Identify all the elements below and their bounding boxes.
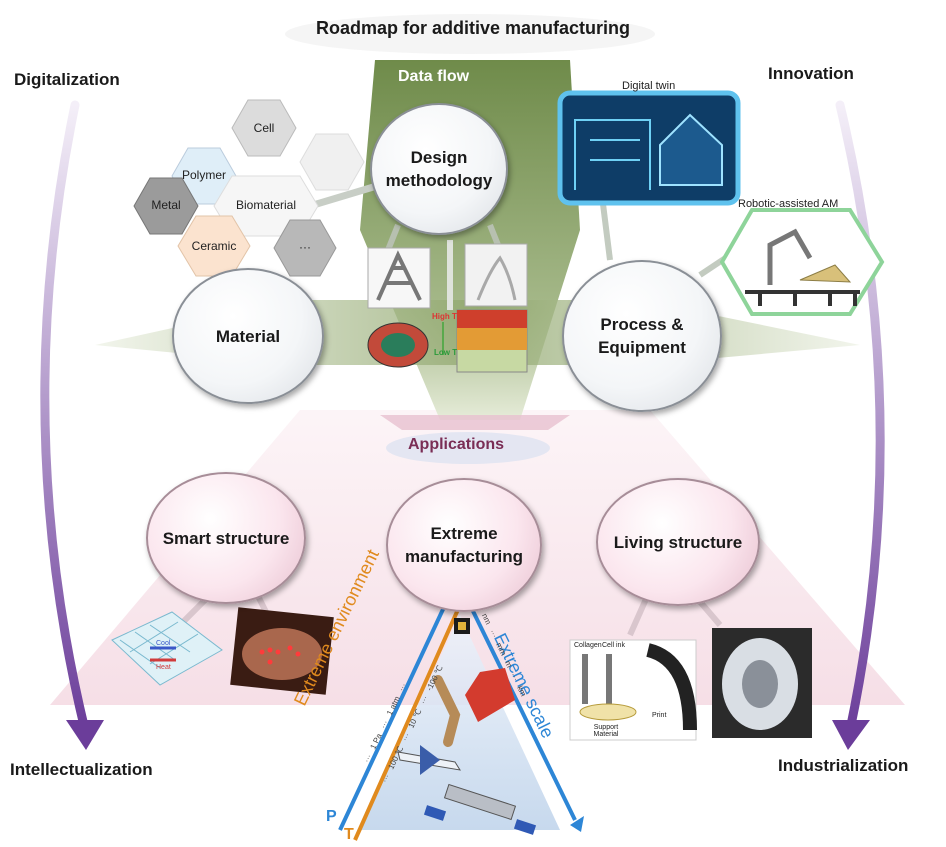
material-more: ··· bbox=[299, 240, 311, 254]
robotic-am-label: Robotic-assisted AM bbox=[738, 198, 839, 210]
material-ceramic: Ceramic bbox=[191, 239, 237, 253]
robotic-am-panel bbox=[719, 208, 885, 316]
material-polymer: Polymer bbox=[181, 168, 226, 182]
material-cell: Cell bbox=[253, 121, 275, 135]
material-metal: Metal bbox=[151, 198, 181, 212]
node-living-structure: Living structure bbox=[596, 478, 760, 606]
corner-label-intellectualization: Intellectualization bbox=[10, 760, 153, 779]
collagen-label: Collagen bbox=[574, 642, 602, 649]
design-lattice-images bbox=[367, 243, 528, 373]
cell-ink-label: Cell ink bbox=[602, 642, 625, 649]
extreme-axes bbox=[338, 604, 584, 841]
cool-label: Cool bbox=[156, 640, 171, 647]
axis-t-label: T bbox=[344, 826, 354, 843]
high-t-label: High T bbox=[432, 312, 457, 321]
axis-p-label: P bbox=[326, 808, 337, 825]
smart-structure-images bbox=[111, 607, 334, 695]
node-process-equipment: Process & Equipment bbox=[562, 260, 722, 412]
node-smart-structure: Smart structure bbox=[146, 472, 306, 604]
print-label: Print bbox=[652, 712, 667, 719]
heat-label: Heat bbox=[156, 664, 171, 671]
node-extreme-manufacturing: Extreme manufacturing bbox=[386, 478, 542, 612]
data-flow-label: Data flow bbox=[398, 68, 470, 85]
material-hexagons bbox=[133, 99, 365, 277]
low-t-label: Low T bbox=[434, 348, 458, 357]
corner-label-industrialization: Industrialization bbox=[778, 756, 909, 775]
node-design-methodology: Design methodology bbox=[370, 103, 508, 235]
page-title: Roadmap for additive manufacturing bbox=[315, 18, 631, 38]
material-biomaterial: Biomaterial bbox=[235, 198, 297, 212]
applications-label: Applications bbox=[408, 436, 505, 453]
support-material-label: Support Material bbox=[593, 724, 619, 738]
corner-label-digitalization: Digitalization bbox=[14, 70, 120, 89]
corner-label-innovation: Innovation bbox=[768, 64, 854, 83]
digital-twin-label: Digital twin bbox=[622, 80, 676, 92]
node-material: Material bbox=[172, 268, 324, 404]
living-structure-images bbox=[569, 628, 812, 741]
